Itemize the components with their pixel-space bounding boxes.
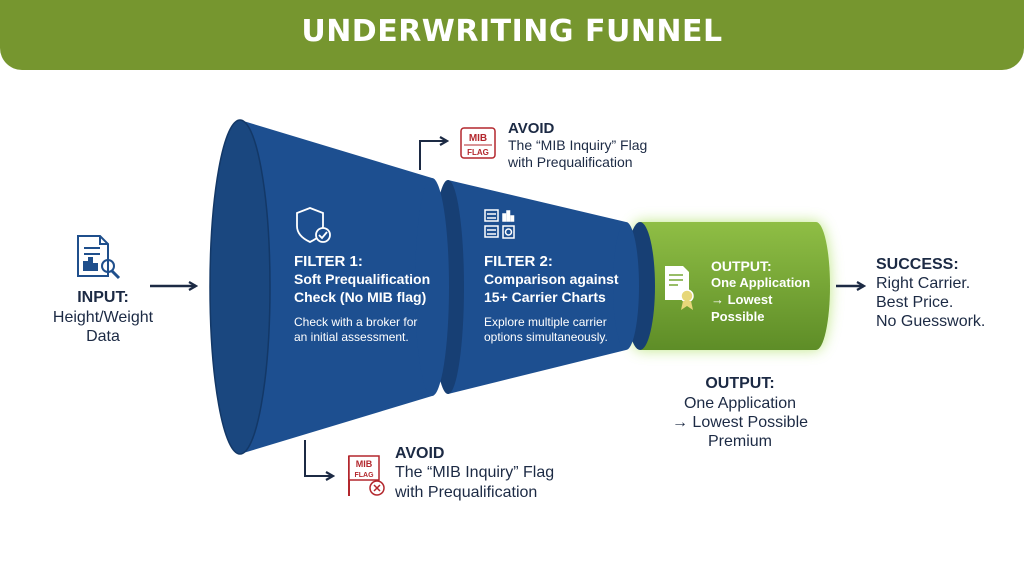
filter2-title-line1: Comparison against <box>484 271 619 287</box>
mib-flag-icon: MIB FLAG <box>348 455 385 496</box>
charts-icon <box>484 209 515 239</box>
certificate-icon <box>665 266 694 310</box>
title-banner: UNDERWRITING FUNNEL <box>0 0 1024 70</box>
mib-badge-bottom-line1: MIB <box>356 459 373 469</box>
output-below-heading: OUTPUT: <box>705 375 775 392</box>
filter1-title-line1: Soft Prequalification <box>294 271 431 287</box>
output-inner-heading: OUTPUT: <box>711 258 772 274</box>
avoid-bottom-heading: AVOID <box>395 445 445 462</box>
filter2-section <box>432 180 639 394</box>
avoid-top-line2: with Prequalification <box>508 154 633 170</box>
filter2-title-line2: 15+ Carrier Charts <box>484 289 606 305</box>
filter1-desc-line1: Check with a broker for <box>294 315 418 329</box>
avoid-top-arrow-icon <box>419 141 447 170</box>
success-heading: SUCCESS: <box>876 256 959 273</box>
output-below-line3: Premium <box>707 433 772 450</box>
mib-badge-bottom-line2: FLAG <box>354 472 374 479</box>
input-heading: INPUT: <box>77 289 129 306</box>
success-line1: Right Carrier. <box>876 275 971 292</box>
avoid-bottom-line2: with Prequalification <box>395 484 538 501</box>
avoid-top-line1: The “MIB Inquiry” Flag <box>508 137 648 153</box>
output-below-line1: One Application <box>683 395 797 412</box>
input-line2: Data <box>86 328 120 345</box>
filter1-desc-line2: an initial assessment. <box>294 330 409 344</box>
output-inner-line1: One Application <box>711 275 811 290</box>
filter1-heading: FILTER 1: <box>294 253 363 270</box>
output-inner-line3: Possible <box>711 309 765 324</box>
filter1-title-line2: Check (No MIB flag) <box>294 289 427 305</box>
success-line2: Best Price. <box>876 294 954 311</box>
mib-badge-top-line1: MIB <box>469 133 487 144</box>
output-below-line2: → Lowest Possible <box>671 414 809 431</box>
page-title: UNDERWRITING FUNNEL <box>301 14 723 49</box>
output-inner-line2: → Lowest <box>711 292 773 307</box>
filter2-desc-line2: options simultaneously. <box>484 330 608 344</box>
filter2-desc-line1: Explore multiple carrier <box>484 315 607 329</box>
filter1-section <box>209 119 449 455</box>
filter2-heading: FILTER 2: <box>484 253 553 270</box>
shield-check-icon <box>296 207 331 243</box>
mib-badge-top-line2: FLAG <box>467 148 489 157</box>
document-chart-search-icon <box>77 235 121 280</box>
avoid-bottom-arrow-icon <box>304 440 333 476</box>
avoid-bottom-line1: The “MIB Inquiry” Flag <box>395 464 555 481</box>
success-line3: No Guesswork. <box>876 313 986 330</box>
avoid-top-heading: AVOID <box>508 120 555 137</box>
mib-flag-icon: MIB FLAG <box>460 127 496 159</box>
input-line1: Height/Weight <box>52 309 154 326</box>
